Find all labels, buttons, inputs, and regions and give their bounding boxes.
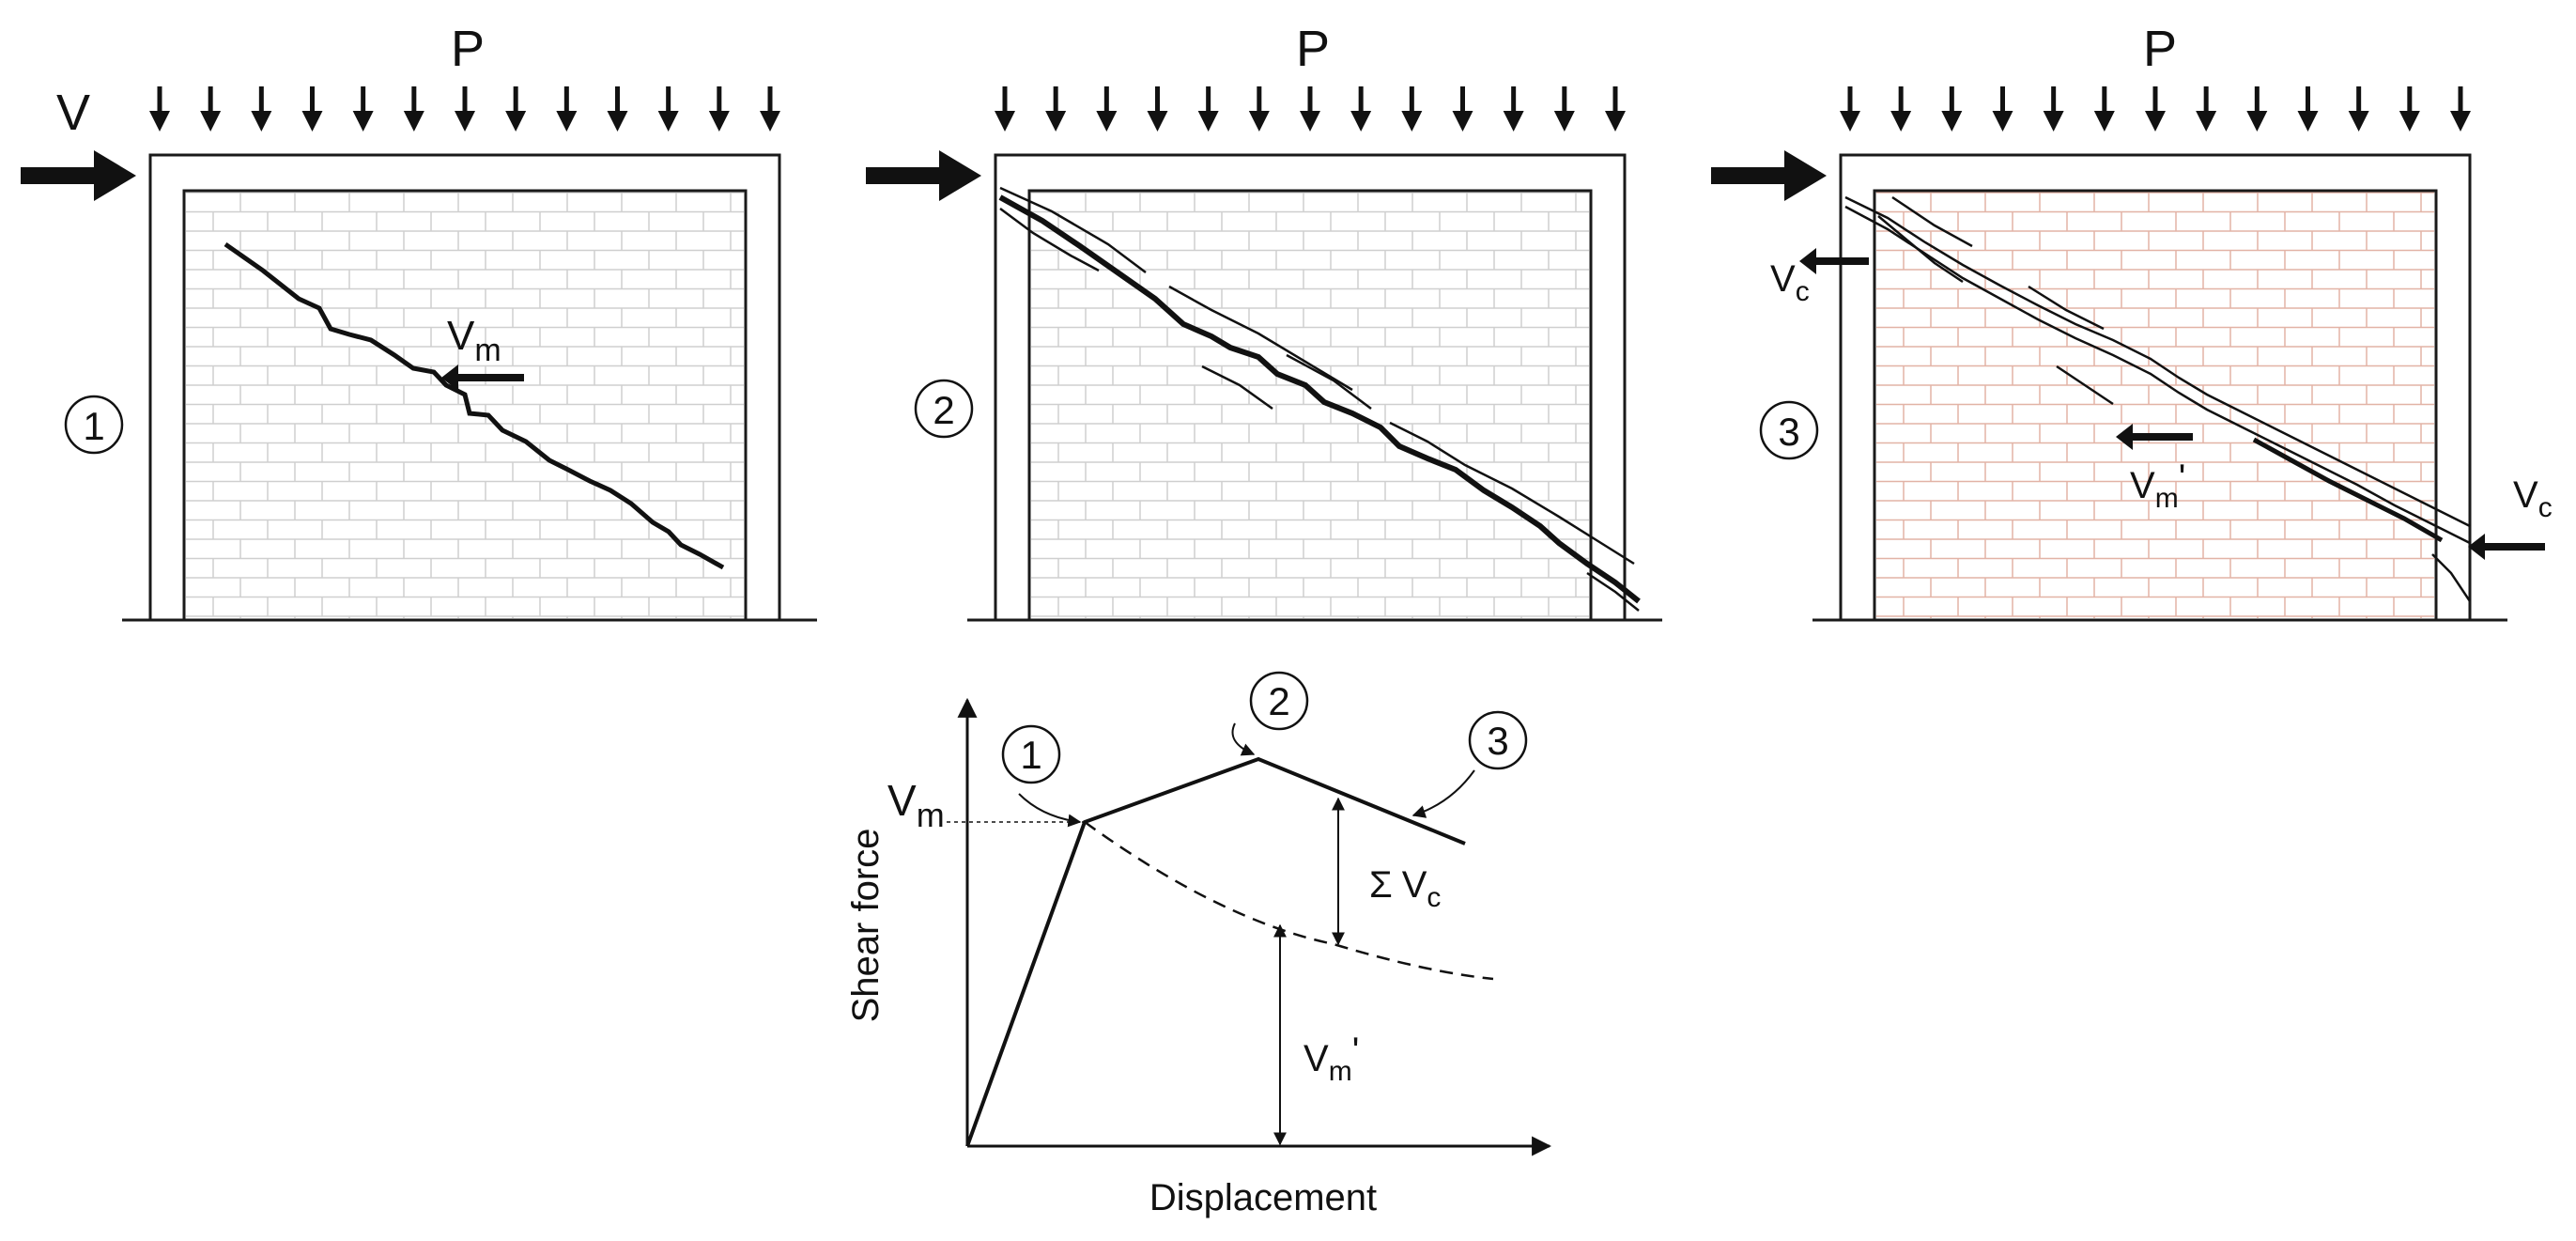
vm-prime-label: Vm' (1303, 1031, 1359, 1087)
force-label-vc-left: Vc (1770, 258, 1810, 307)
svg-text:2: 2 (1268, 679, 1289, 723)
load-label-p: P (2143, 21, 2177, 77)
graph-marker-3: 3 (1411, 710, 1528, 818)
svg-text:3: 3 (1487, 719, 1508, 763)
load-label-p: P (451, 21, 485, 77)
svg-text:2: 2 (933, 388, 954, 432)
force-label-vm: Vm (447, 313, 501, 368)
brick-pattern (1031, 192, 1589, 618)
lateral-load-arrow (1711, 150, 1827, 201)
x-axis-label: Displacement (1149, 1177, 1377, 1218)
load-arrows (1840, 86, 2471, 132)
graph-marker-1: 1 (1001, 724, 1082, 828)
svg-text:1: 1 (83, 404, 104, 448)
panel-3: P 3 Vc (1711, 21, 2553, 622)
svg-text:3: 3 (1778, 410, 1799, 454)
stage-marker-1: 1 (64, 395, 124, 455)
force-vm-arrow (441, 365, 524, 391)
masonry-degradation-curve (1084, 820, 1494, 981)
frame (122, 153, 817, 622)
svg-text:Vm: Vm (447, 313, 501, 368)
panel-1: P V 1 Vm (21, 21, 817, 622)
svg-text:Vm': Vm' (2130, 458, 2185, 514)
lateral-load-arrow (21, 150, 136, 201)
response-curve (965, 756, 1466, 1147)
stage-marker-3: 3 (1759, 400, 1819, 460)
svg-text:1: 1 (1020, 733, 1041, 777)
load-arrows (995, 86, 1626, 132)
svg-text:Vc: Vc (2513, 474, 2553, 523)
brick-pattern (1876, 192, 2434, 618)
svg-text:Vc: Vc (1770, 258, 1810, 307)
force-vm-prime-arrow (2116, 424, 2193, 450)
stage-marker-2: 2 (914, 379, 974, 439)
force-label-vc-right: Vc (2513, 474, 2553, 523)
panel-2: P 2 (866, 21, 1662, 622)
vm-axis-label: Vm (887, 776, 945, 834)
force-vc-right-arrow (2468, 534, 2545, 560)
frame (967, 153, 1662, 622)
graph-marker-2: 2 (1231, 671, 1309, 756)
crack-band (1844, 195, 2472, 602)
diagonal-crack (224, 241, 725, 570)
brick-pattern (186, 192, 744, 618)
frame (1812, 153, 2507, 622)
crack-band (998, 186, 1641, 612)
force-vc-left-arrow (1799, 248, 1869, 274)
y-axis-label: Shear force (845, 829, 887, 1023)
lateral-load-arrow (866, 150, 981, 201)
lateral-load-label: V (56, 85, 90, 141)
load-arrows (149, 86, 780, 132)
load-label-p: P (1296, 21, 1330, 77)
force-label-vm-prime: Vm' (2130, 458, 2185, 514)
